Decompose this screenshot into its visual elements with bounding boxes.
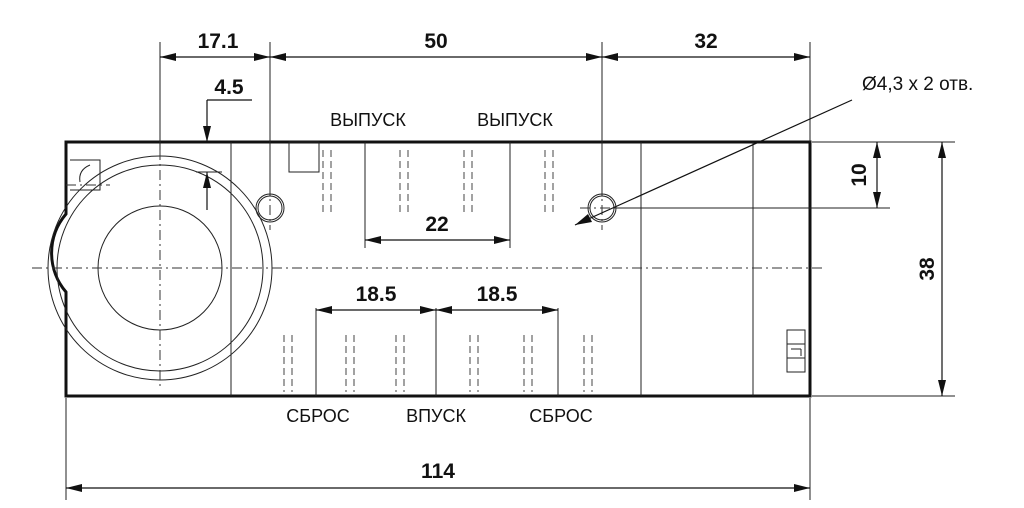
top-notch <box>288 141 320 173</box>
centerlines <box>32 150 826 386</box>
body-outline <box>50 140 812 398</box>
hole-note: Ø4,3 x 2 отв. <box>862 74 973 95</box>
upper-port-hidden-lines <box>322 142 554 248</box>
dim-18-5-right: 18.5 <box>477 283 518 306</box>
label-exhaust-right: СБРОС <box>529 406 592 426</box>
dim-18-5-lines <box>316 306 558 314</box>
dim-38: 38 <box>916 257 939 281</box>
right-connector <box>786 329 806 373</box>
dim-10: 10 <box>848 163 871 186</box>
dim-17-1: 17.1 <box>198 30 239 53</box>
dim-4-5: 4.5 <box>214 76 244 99</box>
dim-22-lines <box>365 236 510 244</box>
dim-50: 50 <box>424 30 447 53</box>
top-dimension-chain <box>159 42 811 196</box>
dim-22: 22 <box>425 213 448 236</box>
dim-4-5-lines <box>196 99 252 210</box>
label-exhaust-left: СБРОС <box>286 406 349 426</box>
dim-18-5-left: 18.5 <box>356 283 397 306</box>
right-dimension-lines <box>616 141 955 397</box>
label-outlet-right: ВЫПУСК <box>477 110 553 130</box>
dim-114: 114 <box>421 460 455 483</box>
label-inlet: ВПУСК <box>406 406 466 426</box>
dim-32: 32 <box>694 30 717 53</box>
bottom-dimension-lines <box>65 398 811 500</box>
hole-note-leader <box>574 99 853 226</box>
lower-port-hidden-lines <box>283 308 593 396</box>
label-outlet-left: ВЫПУСК <box>330 110 406 130</box>
